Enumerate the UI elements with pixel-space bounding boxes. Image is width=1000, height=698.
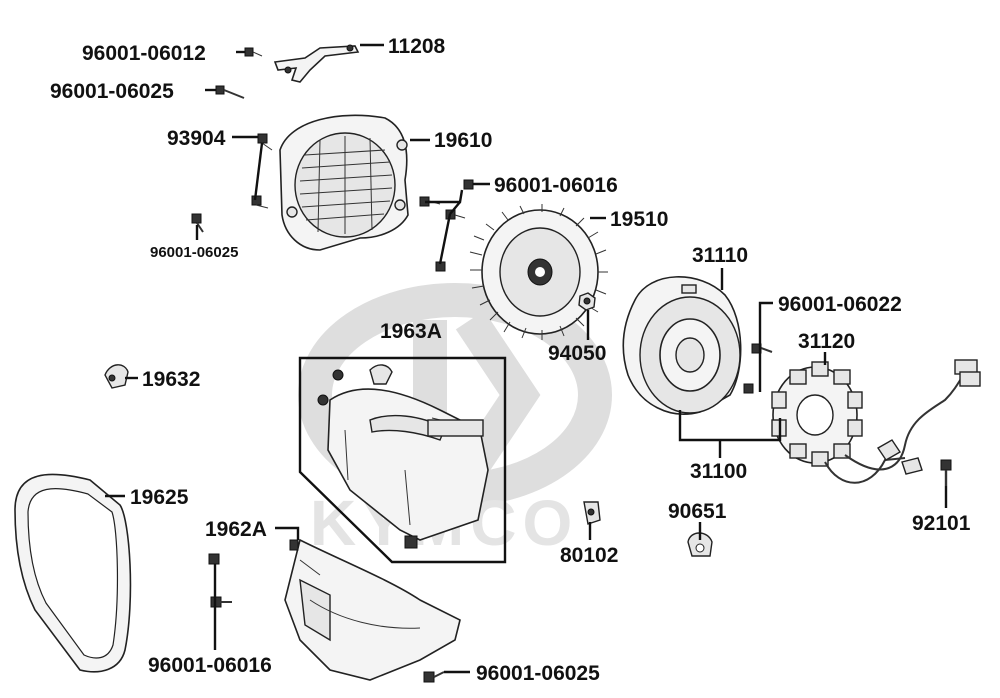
gasket-19625[interactable]	[14, 473, 132, 673]
stator-31120[interactable]	[771, 359, 981, 484]
bracket-11208[interactable]	[273, 44, 360, 83]
cooling-fan-19510[interactable]	[469, 204, 608, 340]
label-19625: 19625	[130, 486, 189, 509]
bolt-96001-06025-top[interactable]	[215, 85, 245, 99]
label-96001-06016-bottom: 96001-06016	[148, 654, 272, 677]
bolt-96001-06022[interactable]	[743, 343, 773, 394]
label-19610: 19610	[434, 129, 492, 152]
label-31110: 31110	[692, 244, 748, 267]
bolt-96001-06016-bottom[interactable]	[208, 553, 232, 608]
label-92101: 92101	[912, 512, 971, 535]
label-31100: 31100	[690, 460, 747, 483]
label-1963A: 1963A	[380, 320, 442, 343]
clamp-90651[interactable]	[687, 532, 713, 557]
shroud-group-1963A[interactable]	[298, 356, 507, 564]
label-90651: 90651	[668, 500, 727, 523]
label-1962A: 1962A	[205, 518, 267, 541]
fan-cover-19610[interactable]	[279, 114, 409, 251]
clip-80102[interactable]	[583, 501, 601, 525]
part-labels: 96001-06012 11208 96001-06025 93904 1961…	[50, 35, 971, 685]
nut-94050[interactable]	[578, 292, 596, 311]
clip-19632[interactable]	[104, 364, 129, 389]
bolt-96001-06012[interactable]	[244, 47, 263, 57]
leader-lines	[105, 43, 948, 674]
label-96001-06025-bottom: 96001-06025	[476, 662, 600, 685]
label-11208: 11208	[388, 35, 446, 58]
label-96001-06016-top: 96001-06016	[494, 174, 618, 197]
label-19632: 19632	[142, 368, 200, 391]
label-96001-06022: 96001-06022	[778, 293, 902, 316]
bolt-96001-06025-small[interactable]	[191, 213, 204, 233]
lower-shroud-1962A[interactable]	[284, 538, 461, 681]
label-96001-06025-small: 96001-06025	[150, 244, 238, 261]
label-19510: 19510	[610, 208, 668, 231]
label-96001-06012: 96001-06012	[82, 42, 206, 65]
label-31120: 31120	[798, 330, 855, 353]
screw-92101[interactable]	[940, 459, 952, 486]
label-93904: 93904	[167, 127, 226, 150]
flywheel-31110[interactable]	[622, 276, 742, 415]
label-94050: 94050	[548, 342, 606, 365]
label-96001-06025-top: 96001-06025	[50, 80, 174, 103]
bolt-96001-06025-bottom[interactable]	[423, 671, 445, 683]
label-80102: 80102	[560, 544, 618, 567]
